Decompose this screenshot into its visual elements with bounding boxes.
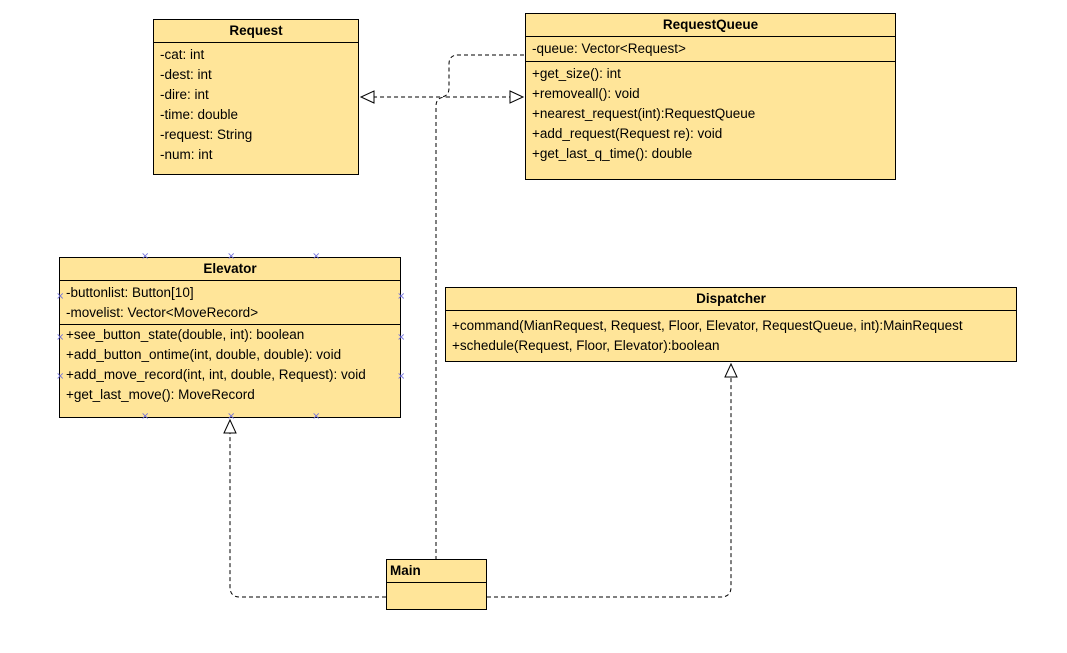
class-title: Elevator	[60, 258, 400, 281]
attribute-row[interactable]: -cat: int	[160, 47, 205, 62]
class-title: Request	[154, 20, 358, 43]
attribute-list: -cat: int -dest: int -dire: int -time: d…	[154, 43, 358, 169]
selection-handle[interactable]: ×	[397, 291, 406, 302]
method-row[interactable]: +add_button_ontime(int, double, double):…	[66, 347, 342, 362]
class-title: Dispatcher	[446, 288, 1016, 311]
selection-handle[interactable]: ×	[141, 251, 150, 262]
method-row[interactable]: +get_last_move(): MoveRecord	[66, 387, 255, 402]
class-elevator[interactable]: Elevator -buttonlist: Button[10] -moveli…	[59, 257, 401, 418]
method-row[interactable]: +see_button_state(double, int): boolean	[66, 327, 305, 342]
attribute-row[interactable]: -time: double	[160, 107, 239, 122]
attribute-list: -buttonlist: Button[10] -movelist: Vecto…	[60, 281, 400, 325]
attribute-list: -queue: Vector<Request>	[526, 37, 895, 62]
method-row[interactable]: +add_move_record(int, int, double, Reque…	[66, 367, 366, 382]
selection-handle[interactable]: ×	[56, 291, 65, 302]
selection-handle[interactable]: ×	[227, 251, 236, 262]
attribute-row[interactable]: -request: String	[160, 127, 253, 142]
method-list: +get_size(): int +removeall(): void +nea…	[526, 62, 895, 168]
method-list: +command(MianRequest, Request, Floor, El…	[446, 311, 1016, 360]
method-row[interactable]: +removeall(): void	[532, 86, 640, 101]
selection-handle[interactable]: ×	[397, 371, 406, 382]
selection-handle[interactable]: ×	[56, 332, 65, 343]
attribute-row[interactable]: -dire: int	[160, 87, 209, 102]
class-dispatcher[interactable]: Dispatcher +command(MianRequest, Request…	[445, 287, 1017, 362]
attribute-row[interactable]: -buttonlist: Button[10]	[66, 285, 194, 300]
method-row[interactable]: +get_size(): int	[532, 66, 621, 81]
selection-handle[interactable]: ×	[312, 251, 321, 262]
method-list: +see_button_state(double, int): boolean …	[60, 325, 400, 409]
class-request[interactable]: Request -cat: int -dest: int -dire: int …	[153, 19, 359, 175]
selection-handle[interactable]: ×	[56, 371, 65, 382]
attribute-row[interactable]: -movelist: Vector<MoveRecord>	[66, 305, 259, 320]
method-row[interactable]: +get_last_q_time(): double	[532, 146, 693, 161]
selection-handle[interactable]: ×	[227, 411, 236, 422]
selection-handle[interactable]: ×	[397, 332, 406, 343]
attribute-row[interactable]: -num: int	[160, 147, 213, 162]
method-row[interactable]: +add_request(Request re): void	[532, 126, 723, 141]
selection-handle[interactable]: ×	[312, 411, 321, 422]
class-title: Main	[387, 560, 486, 583]
class-requestqueue[interactable]: RequestQueue -queue: Vector<Request> +ge…	[525, 13, 896, 180]
connector-requestqueue-request[interactable]	[359, 54, 524, 104]
method-row[interactable]: +command(MianRequest, Request, Floor, El…	[452, 318, 963, 333]
attribute-row[interactable]: -dest: int	[160, 67, 212, 82]
connector-main-dispatcher[interactable]	[487, 362, 738, 598]
attribute-row[interactable]: -queue: Vector<Request>	[532, 41, 686, 56]
class-main[interactable]: Main	[386, 559, 487, 610]
class-title: RequestQueue	[526, 14, 895, 37]
selection-handle[interactable]: ×	[141, 411, 150, 422]
method-row[interactable]: +nearest_request(int):RequestQueue	[532, 106, 756, 121]
connector-main-elevator[interactable]	[223, 418, 386, 598]
method-row[interactable]: +schedule(Request, Floor, Elevator):bool…	[452, 338, 720, 353]
